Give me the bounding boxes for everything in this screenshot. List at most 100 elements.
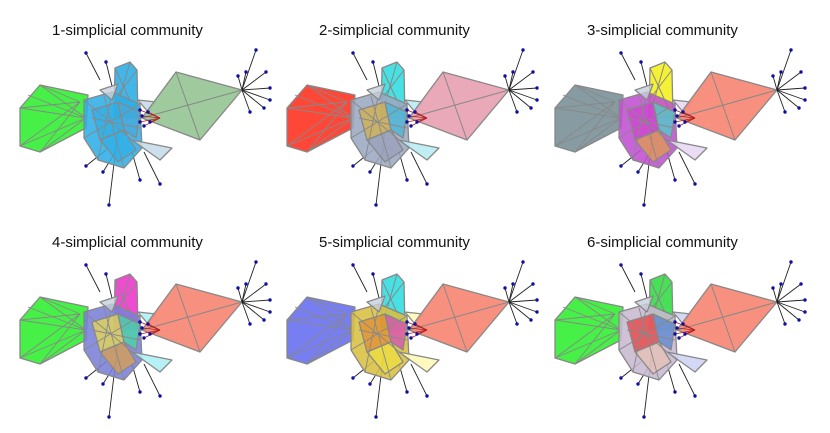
fan-edge <box>39 296 87 331</box>
complex-edge <box>626 329 676 341</box>
complex-edge <box>350 103 408 139</box>
hub-spoke <box>508 301 538 313</box>
node-dot <box>409 124 413 128</box>
node-dot <box>268 86 272 90</box>
hub-spoke <box>241 261 257 303</box>
fan-edge <box>306 313 348 365</box>
node-dot <box>262 106 266 110</box>
hub-spoke <box>241 71 267 91</box>
node-dot <box>374 415 378 419</box>
node-dot <box>405 320 409 324</box>
fan-edge <box>19 313 81 359</box>
node-dot <box>425 182 429 186</box>
hub-spoke <box>508 301 518 325</box>
hub-spoke <box>241 283 267 303</box>
fan-edge <box>574 296 616 315</box>
node-dot <box>639 272 643 276</box>
complex-edge <box>83 315 141 351</box>
fan-edge <box>19 107 87 119</box>
node-dot <box>619 51 623 55</box>
node-dot <box>673 390 677 394</box>
node-dot <box>529 106 533 110</box>
kite-simplex <box>408 283 510 353</box>
node-dot <box>138 332 142 336</box>
node-dot <box>405 108 409 112</box>
node-dot <box>351 376 355 380</box>
fan-edge <box>19 313 81 321</box>
hub-spoke <box>237 75 243 91</box>
hub-spoke <box>504 75 510 91</box>
fan-edge <box>286 313 348 321</box>
fan-edge <box>19 101 81 147</box>
kite-edge <box>408 89 510 119</box>
fan-spoke <box>684 117 696 123</box>
fan-edge <box>306 84 354 119</box>
node-dot <box>264 282 268 286</box>
node-dot <box>415 332 419 336</box>
complex-edge <box>91 117 141 129</box>
hub-spoke <box>504 287 510 303</box>
node-dot <box>84 376 88 380</box>
node-dot <box>503 74 507 78</box>
node-dot <box>535 298 539 302</box>
hub-spoke <box>772 287 778 303</box>
hub-spoke <box>776 283 782 303</box>
node-dot <box>636 382 640 386</box>
node-dot <box>264 70 268 74</box>
node-dot <box>619 164 623 168</box>
fan-spoke <box>416 329 428 335</box>
node-dot <box>803 86 807 90</box>
node-dot <box>803 98 807 102</box>
node-dot <box>521 260 525 264</box>
node-dot <box>639 60 643 64</box>
hub-spoke <box>776 283 802 303</box>
fan-edge <box>562 94 622 119</box>
hub-spoke <box>776 49 792 91</box>
hub-spoke <box>776 87 806 91</box>
fan-edge <box>294 94 354 119</box>
network-diagram <box>286 260 539 419</box>
complex-edge <box>364 303 380 373</box>
kite-edge <box>141 301 243 331</box>
node-dot <box>158 182 162 186</box>
hub-spoke <box>776 261 792 303</box>
fan-edge <box>554 319 622 331</box>
node-dot <box>371 60 375 64</box>
node-dot <box>515 110 519 114</box>
node-dot <box>236 286 240 290</box>
node-dot <box>158 394 162 398</box>
node-dot <box>642 415 646 419</box>
node-dot <box>531 70 535 74</box>
node-dot <box>521 48 525 52</box>
node-dot <box>799 282 803 286</box>
fan-edge <box>286 329 354 359</box>
complex-edge <box>626 117 676 129</box>
complex-edge <box>91 329 141 341</box>
right-simplex <box>666 351 708 373</box>
fan-edge <box>27 94 87 119</box>
fan-edge <box>306 296 348 315</box>
hub-spoke <box>508 299 538 303</box>
network-diagram <box>19 48 272 207</box>
node-dot <box>407 114 411 118</box>
fan-spoke <box>676 327 696 331</box>
node-dot <box>138 120 142 124</box>
node-dot <box>673 332 677 336</box>
kite-edge <box>408 301 510 331</box>
kite-edge <box>442 71 468 141</box>
hub-spoke <box>241 89 271 101</box>
node-dot <box>675 114 679 118</box>
spoke-edge <box>678 363 696 397</box>
bridge-triangle <box>634 295 654 313</box>
node-dot <box>368 170 372 174</box>
fan-edge <box>554 329 622 359</box>
fan-edge <box>19 329 87 359</box>
fan-spoke <box>414 323 428 331</box>
kite-simplex <box>141 283 243 353</box>
hub-spoke <box>237 287 243 303</box>
fan-spoke <box>408 115 428 119</box>
node-dot <box>107 203 111 207</box>
node-dot <box>425 394 429 398</box>
node-dot <box>244 282 248 286</box>
right-simplex <box>398 139 440 161</box>
